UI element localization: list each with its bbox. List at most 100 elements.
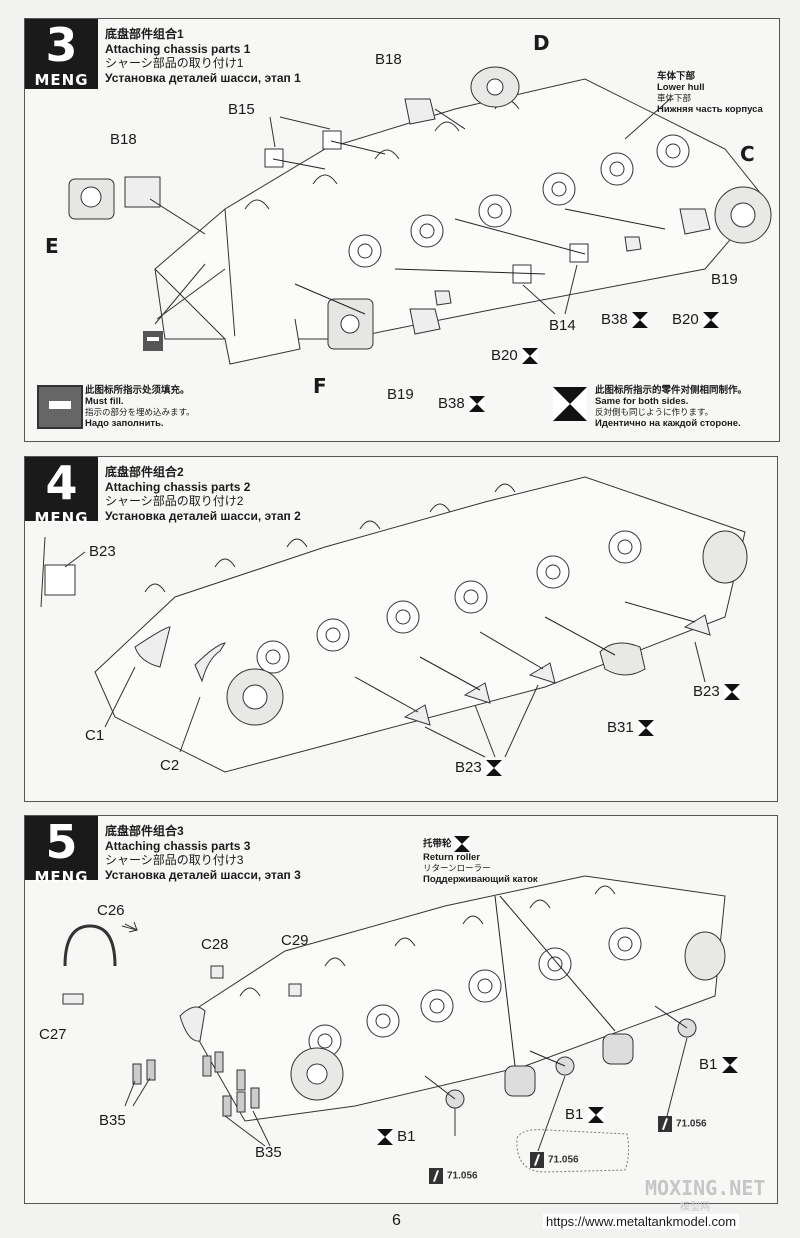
b20-text: B20 <box>672 311 699 328</box>
label-b20-left: B20 <box>491 347 538 365</box>
both-sides-icon <box>723 684 740 701</box>
b23-text: B23 <box>455 759 482 776</box>
label-c1: C1 <box>85 727 105 744</box>
return-roller-note: 托带轮 Return roller リターンローラー Поддерживающи… <box>423 836 538 885</box>
meng-logo: MENG <box>34 868 89 886</box>
title-ja: シャーシ部品の取り付け1 <box>105 56 244 70</box>
label-b18-top: B18 <box>375 51 402 68</box>
step-badge: 3 MENG <box>25 19 98 89</box>
label-f: F <box>313 374 327 398</box>
brush-icon <box>658 1116 672 1132</box>
brush-icon <box>429 1168 443 1184</box>
hull-ja: 車体下部 <box>657 93 692 103</box>
both-sides-icon <box>453 836 470 852</box>
b1-text: B1 <box>397 1128 416 1145</box>
fill-ja: 指示の部分を埋め込みます。 <box>85 407 195 417</box>
label-b15: B15 <box>228 101 255 118</box>
step-titles: 底盘部件组合1 Attaching chassis parts 1 シャーシ部品… <box>105 27 301 85</box>
title-en: Attaching chassis parts 1 <box>105 41 251 56</box>
title-zh: 底盘部件组合3 <box>105 824 184 838</box>
label-b23-right: B23 <box>693 683 740 701</box>
page-number: 6 <box>392 1212 401 1229</box>
roller-ja: リターンローラー <box>423 863 491 873</box>
label-b14: B14 <box>549 317 576 334</box>
label-e: E <box>45 234 59 258</box>
sides-en: Same for both sides. <box>595 396 689 407</box>
both-sides-icon <box>637 720 654 737</box>
b38-text: B38 <box>438 395 465 412</box>
meng-logo: MENG <box>34 71 89 89</box>
label-c: C <box>740 142 755 166</box>
fill-icon <box>37 385 83 429</box>
paint-code: 71.056 <box>676 1118 707 1130</box>
both-sides-icon <box>631 312 648 329</box>
label-b1-middle: B1 <box>565 1106 604 1124</box>
step-5-panel: 5 MENG 底盘部件组合3 Attaching chassis parts 3… <box>24 815 778 1204</box>
paint-code: 71.056 <box>548 1154 579 1166</box>
fill-ru: Надо заполнить. <box>85 418 164 429</box>
title-en: Attaching chassis parts 2 <box>105 479 251 494</box>
label-c26: C26 <box>97 902 125 919</box>
label-c2: C2 <box>160 757 180 774</box>
b1-text: B1 <box>699 1056 718 1073</box>
both-sides-icon <box>521 348 538 365</box>
step-number: 5 <box>45 815 78 869</box>
step-4-panel: 4 MENG 底盘部件组合2 Attaching chassis parts 2… <box>24 456 778 802</box>
step-5-diagram <box>62 875 726 1173</box>
source-url: https://www.metaltankmodel.com <box>543 1214 740 1229</box>
label-b35-left: B35 <box>99 1112 126 1129</box>
title-ja: シャーシ部品の取り付け2 <box>105 494 244 508</box>
both-sides-icon <box>587 1107 604 1124</box>
step-number: 3 <box>45 18 78 72</box>
watermark-sub: 模型网 <box>680 1202 710 1213</box>
title-zh: 底盘部件组合2 <box>105 465 184 479</box>
hull-en: Lower hull <box>657 82 705 93</box>
b20-text: B20 <box>491 347 518 364</box>
roller-en: Return roller <box>423 852 481 863</box>
brush-icon <box>530 1152 544 1168</box>
label-b23-bottom: B23 <box>455 759 502 777</box>
label-c27: C27 <box>39 1026 67 1043</box>
step-number: 4 <box>45 456 78 510</box>
step-badge: 5 MENG <box>25 815 98 886</box>
roller-ru: Поддерживающий каток <box>423 874 538 885</box>
title-en: Attaching chassis parts 3 <box>105 838 251 853</box>
fill-en: Must fill. <box>85 396 124 407</box>
title-ru: Установка деталей шасси, этап 3 <box>105 867 301 882</box>
both-sides-icon <box>377 1129 393 1146</box>
both-sides-icon <box>468 396 485 413</box>
both-sides-icon <box>702 312 719 329</box>
step-3-diagram <box>68 66 772 365</box>
both-sides-icon <box>485 760 502 777</box>
title-ja: シャーシ部品の取り付け3 <box>105 853 244 867</box>
title-zh: 底盘部件组合1 <box>105 27 184 41</box>
sides-note: 此图标所指示的零件对侧相同制作。 Same for both sides. 反対… <box>595 385 747 429</box>
hull-ru: Нижняя часть корпуса <box>657 104 763 115</box>
lower-hull-note: 车体下部 Lower hull 車体下部 Нижняя часть корпус… <box>657 71 763 115</box>
label-d: D <box>533 31 550 55</box>
label-b19-bottom: B19 <box>387 386 414 403</box>
paint-callout-right: 71.056 <box>658 1116 707 1132</box>
watermark: MOXING.NET <box>645 1176 766 1200</box>
label-b18-left: B18 <box>110 131 137 148</box>
step-titles: 底盘部件组合2 Attaching chassis parts 2 シャーシ部品… <box>105 465 301 523</box>
paint-callout-middle: 71.056 <box>530 1152 579 1168</box>
title-ru: Установка деталей шасси, этап 1 <box>105 70 301 85</box>
sides-ja: 反対側も同じように作ります。 <box>595 407 714 417</box>
step-badge: 4 MENG <box>25 456 98 527</box>
meng-logo: MENG <box>34 509 89 527</box>
label-b31: B31 <box>607 719 654 737</box>
fill-zh: 此图标所指示处须填充。 <box>85 385 190 396</box>
label-b35-right: B35 <box>255 1144 282 1161</box>
step-3-panel: 3 MENG 底盘部件组合1 Attaching chassis parts 1… <box>24 18 780 442</box>
paint-callout-left: 71.056 <box>429 1168 478 1184</box>
label-b1-right: B1 <box>699 1056 738 1074</box>
sides-zh: 此图标所指示的零件对侧相同制作。 <box>595 385 748 396</box>
b31-text: B31 <box>607 719 634 736</box>
paint-code: 71.056 <box>447 1170 478 1182</box>
label-c28: C28 <box>201 936 229 953</box>
label-b38-left: B38 <box>438 395 485 413</box>
label-b38-right: B38 <box>601 311 648 329</box>
b1-text: B1 <box>565 1106 584 1123</box>
b38-text: B38 <box>601 311 628 328</box>
